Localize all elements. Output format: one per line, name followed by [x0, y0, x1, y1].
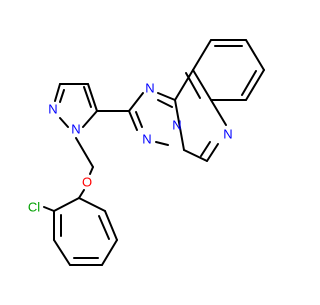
bonds: [43, 39, 265, 266]
bond: [206, 143, 219, 162]
bond: [78, 197, 106, 212]
bond: [104, 210, 118, 241]
bond: [174, 99, 185, 151]
bond: [75, 137, 94, 168]
bond: [245, 69, 265, 101]
bond: [192, 69, 212, 101]
bond: [53, 239, 71, 266]
bond: [155, 141, 169, 146]
bond: [174, 69, 194, 101]
atom-label-n-pyrazole-substituted: N: [71, 122, 80, 137]
atom-label-n-pyrazole-upper: N: [48, 102, 57, 117]
bond: [87, 83, 98, 112]
bond: [54, 83, 61, 102]
bond: [82, 110, 98, 128]
structure-canvas: N N N N N N O Cl: [28, 39, 265, 266]
bond: [183, 149, 208, 162]
atom-label-o-ether: O: [82, 175, 92, 190]
atom-label-n-triazole-bottom: N: [142, 132, 151, 147]
bond: [245, 39, 265, 71]
bond: [128, 110, 138, 131]
bond: [43, 206, 55, 212]
atom-label-cl: Cl: [28, 200, 40, 215]
bond: [101, 239, 118, 266]
bond: [157, 92, 176, 101]
bond: [135, 111, 143, 128]
bond: [89, 166, 94, 175]
bond: [210, 99, 227, 126]
atom-label-n-triazole-fused: N: [172, 118, 181, 133]
bond: [192, 39, 212, 71]
molecule-structure: N N N N N N O Cl: [28, 39, 265, 266]
bond: [200, 141, 211, 157]
bond: [59, 89, 65, 103]
bond: [83, 86, 92, 108]
bond: [241, 70, 257, 96]
atom-label-n-quinazoline: N: [223, 127, 232, 142]
bond: [157, 99, 173, 108]
bond: [59, 117, 69, 128]
atom-labels: N N N N N N O Cl: [28, 81, 233, 215]
atom-label-n-triazole-top: N: [145, 81, 154, 96]
bond: [78, 189, 85, 199]
bond: [53, 197, 80, 212]
bond: [128, 92, 144, 112]
bond: [98, 215, 110, 240]
